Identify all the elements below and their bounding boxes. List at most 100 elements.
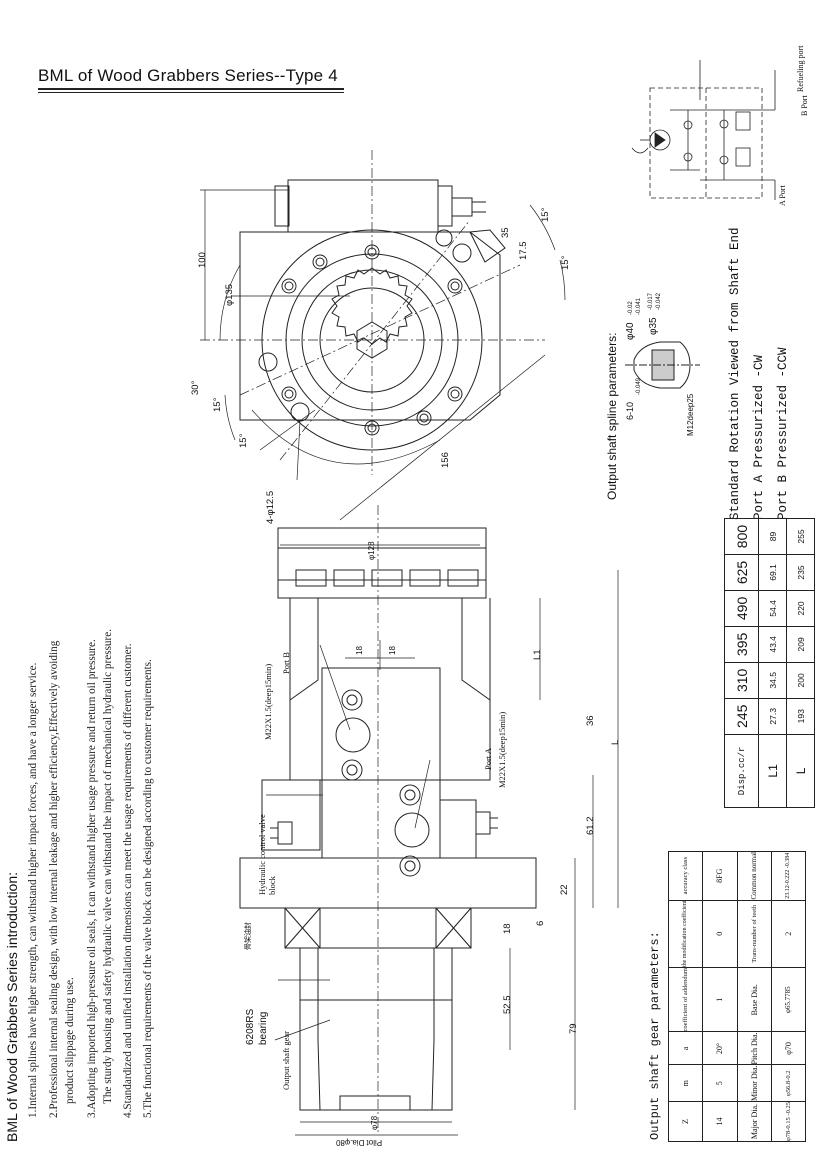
dim-22: 22 [559, 884, 570, 895]
schematic-portB: B Port [800, 95, 809, 116]
label-output-shaft-gear: Output shaft gear [281, 1030, 291, 1090]
spline-d40-tol-up: -0.02 [628, 301, 634, 315]
disp-625: 625 [724, 554, 759, 591]
disp-395: 395 [724, 626, 759, 663]
front-view [200, 150, 566, 521]
dim-holes: 4-φ12.5 [265, 490, 276, 524]
dim-15deg-a: 15° [212, 397, 223, 412]
spline-section [625, 341, 700, 389]
disp-245: 245 [724, 698, 759, 735]
disp-header: Disp.cc/r [724, 734, 759, 808]
label-valve-block: Hydraulic control valve block [257, 814, 277, 895]
label-seal: 骨架油封 [245, 922, 252, 950]
dim-79: 79 [568, 1023, 579, 1034]
dim-156: 156 [440, 452, 451, 468]
gear-table: Z m a coefficient of addendum the modifi… [668, 851, 806, 1142]
gear-cell: 14 [702, 1101, 737, 1142]
L1-cell: 54.4 [758, 590, 787, 627]
label-bearing-code: 6208RS [245, 1008, 256, 1045]
gear-cell: φ65.7785 [771, 967, 806, 1032]
dim-15deg-b: 15° [238, 433, 249, 448]
spline-d40-tol-lo: -0.041 [636, 297, 642, 315]
dim-17-5: 17.5 [518, 241, 529, 261]
spline-keyway: 6-10 [625, 401, 635, 420]
L1-cell: 34.5 [758, 662, 787, 699]
dim-pilot: Pilot Dia.φ80 [336, 1138, 383, 1147]
dim-30deg: 30° [190, 380, 201, 395]
schematic-refuel: Refueling port [796, 45, 805, 92]
gear-cell: Minor Dia. [737, 1064, 772, 1102]
title-rule [38, 88, 344, 90]
gear-cell: φ78-0.15 -0.25 [771, 1101, 806, 1142]
gear-cell: Trans-number of teeth [737, 900, 772, 968]
spline-heading-1: Output shaft spline parameters: [605, 332, 619, 500]
L1-cell: 43.4 [758, 626, 787, 663]
dim-phi78: φ78 [370, 1115, 379, 1130]
page-title: BML of Wood Grabbers Series--Type 4 [38, 66, 338, 85]
side-view [239, 505, 619, 1136]
gear-cell: 20° [702, 1031, 737, 1065]
dim-15deg-c: 15° [540, 207, 551, 222]
displacement-table: Disp.cc/r 245 310 395 490 625 800 L1 27.… [724, 518, 815, 808]
L1-cell: 89 [758, 518, 787, 555]
L-cell: 235 [786, 554, 815, 591]
gear-cell: Common normal [737, 851, 772, 901]
gear-cell: Z [668, 1101, 703, 1142]
gear-cell: the modification coefficient [668, 900, 703, 968]
dim-35: 35 [500, 227, 511, 238]
gear-cell: 1 [702, 967, 737, 1032]
spline-d40: φ40 [625, 322, 636, 340]
row-L1-label: L1 [758, 734, 787, 808]
hydraulic-schematic [631, 60, 776, 200]
dim-phi128: φ128 [367, 541, 376, 560]
schematic-portA: A Port [778, 185, 787, 206]
dim-L1: L1 [532, 649, 543, 660]
gear-cell: Pitch Dia. [737, 1031, 772, 1065]
title-rule-thin [38, 92, 344, 93]
gear-cell: Base Dia. [737, 967, 772, 1032]
dim-6: 6 [535, 920, 546, 926]
gear-cell: coefficient of addendum [668, 967, 703, 1032]
L-cell: 200 [786, 662, 815, 699]
dim-36: 36 [585, 715, 596, 726]
L-cell: 255 [786, 518, 815, 555]
spline-keyway-tol: -0.049 [636, 377, 642, 395]
label-portA: Port A [483, 748, 493, 770]
rotation-line-3: Port B Pressurized -CCW [776, 347, 790, 520]
row-L-label: L [786, 734, 815, 808]
L-cell: 193 [786, 698, 815, 735]
L-cell: 209 [786, 626, 815, 663]
gear-cell: m [668, 1064, 703, 1102]
spline-thread: M12deep25 [686, 393, 695, 436]
dim-L: L [610, 739, 621, 745]
label-portB: Port B [281, 652, 291, 674]
L1-cell: 69.1 [758, 554, 787, 591]
gear-cell: φ56.8-0.2 [771, 1064, 806, 1102]
L1-cell: 27.3 [758, 698, 787, 735]
gear-cell: accuracy class [668, 851, 703, 901]
dim-61-2: 61.2 [585, 816, 596, 836]
gear-cell: 5 [702, 1064, 737, 1102]
gear-cell: 8FG [702, 851, 737, 901]
displacement-table-wrap: Disp.cc/r 245 310 395 490 625 800 L1 27.… [724, 518, 815, 808]
spline-d35-tol-up: -0.017 [648, 292, 654, 310]
dim-phi135: φ135 [224, 283, 235, 306]
rotation-line-1: Standard Rotation Viewed from Shaft End [728, 227, 742, 520]
dim-18-a: 18 [355, 646, 364, 655]
dim-100: 100 [197, 252, 208, 268]
rotation-line-2: Port A Pressurized -CW [752, 354, 766, 520]
L-cell: 220 [786, 590, 815, 627]
disp-800: 800 [724, 518, 759, 555]
dim-52-5: 52.5 [502, 995, 513, 1015]
gear-cell: φ70 [771, 1031, 806, 1065]
label-bearing: bearing [258, 1011, 269, 1045]
gear-table-heading: Output shaft gear parameters: [648, 931, 662, 1140]
spline-d35-tol-lo: -0.042 [656, 292, 662, 310]
label-portB-thread: M22X1.5(deep15min) [263, 663, 273, 740]
gear-cell: Major Dia. [737, 1101, 772, 1142]
gear-table-wrap: Z m a coefficient of addendum the modifi… [668, 851, 806, 1142]
disp-310: 310 [724, 662, 759, 699]
gear-cell: 2 [771, 900, 806, 968]
spline-d35: φ35 [648, 317, 659, 335]
